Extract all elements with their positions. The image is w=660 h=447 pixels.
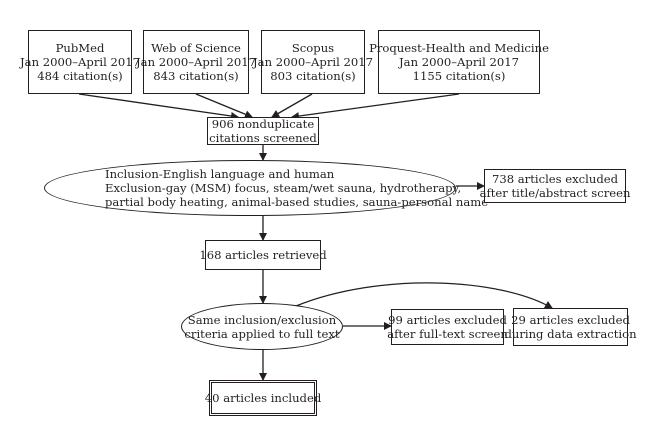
excluded-fulltext-line2: after full-text screen bbox=[387, 327, 508, 341]
excluded-extraction-box: 29 articles excluded during data extract… bbox=[504, 308, 637, 346]
excluded-title-abstract-box: 738 articles excluded after title/abstra… bbox=[480, 169, 630, 203]
source-count: 484 citation(s) bbox=[37, 69, 123, 83]
screened-line1: 906 nonduplicate bbox=[211, 117, 315, 131]
retrieved-box: 168 articles retrieved bbox=[199, 240, 327, 270]
arrow-fulltext-to-excluded-29 bbox=[295, 282, 553, 309]
source-count: 803 citation(s) bbox=[270, 69, 356, 83]
source-pubmed: PubMed Jan 2000–April 2017 484 citation(… bbox=[20, 30, 140, 94]
included-box: 40 articles included bbox=[205, 380, 321, 416]
source-name: PubMed bbox=[55, 41, 105, 55]
source-proquest: Proquest-Health and Medicine Jan 2000–Ap… bbox=[369, 30, 549, 94]
criteria-line1: Inclusion-English language and human bbox=[105, 167, 335, 181]
source-dates: Jan 2000–April 2017 bbox=[20, 55, 140, 69]
screened-box: 906 nonduplicate citations screened bbox=[207, 117, 319, 145]
excluded-extraction-line2: during data extraction bbox=[504, 327, 637, 341]
criteria-line2: Exclusion-gay (MSM) focus, steam/wet sau… bbox=[105, 181, 462, 195]
criteria-oval: Inclusion-English language and human Exc… bbox=[44, 160, 488, 216]
excluded-extraction-line1: 29 articles excluded bbox=[511, 313, 630, 327]
screened-line2: citations screened bbox=[209, 131, 317, 145]
source-name: Proquest-Health and Medicine bbox=[369, 41, 549, 55]
source-web-of-science: Web of Science Jan 2000–April 2017 843 c… bbox=[136, 30, 256, 94]
source-scopus: Scopus Jan 2000–April 2017 803 citation(… bbox=[253, 30, 373, 94]
excluded-fulltext-line1: 99 articles excluded bbox=[388, 313, 507, 327]
excluded-title-line1: 738 articles excluded bbox=[491, 172, 619, 186]
arrow-pubmed-to-screened bbox=[78, 93, 239, 120]
source-dates: Jan 2000–April 2017 bbox=[399, 55, 519, 69]
excluded-fulltext-box: 99 articles excluded after full-text scr… bbox=[387, 309, 508, 345]
retrieved-label: 168 articles retrieved bbox=[199, 248, 327, 262]
excluded-title-line2: after title/abstract screen bbox=[479, 186, 631, 200]
source-count: 1155 citation(s) bbox=[412, 69, 506, 83]
arrow-scopus-to-screened bbox=[271, 93, 313, 118]
source-dates: Jan 2000–April 2017 bbox=[253, 55, 373, 69]
fulltext-criteria-line2: criteria applied to full text bbox=[184, 326, 340, 341]
source-name: Web of Science bbox=[151, 41, 241, 55]
included-label: 40 articles included bbox=[204, 391, 322, 405]
source-name: Scopus bbox=[291, 41, 335, 55]
arrow-wos-to-screened bbox=[195, 93, 253, 119]
fulltext-criteria-line1: Same inclusion/exclusion bbox=[187, 312, 337, 327]
source-dates: Jan 2000–April 2017 bbox=[136, 55, 256, 69]
arrow-proquest-to-screened bbox=[291, 93, 460, 121]
source-count: 843 citation(s) bbox=[153, 69, 239, 83]
criteria-line3: partial body heating, animal-based studi… bbox=[105, 195, 489, 209]
fulltext-criteria-oval: Same inclusion/exclusion criteria applie… bbox=[181, 303, 343, 350]
